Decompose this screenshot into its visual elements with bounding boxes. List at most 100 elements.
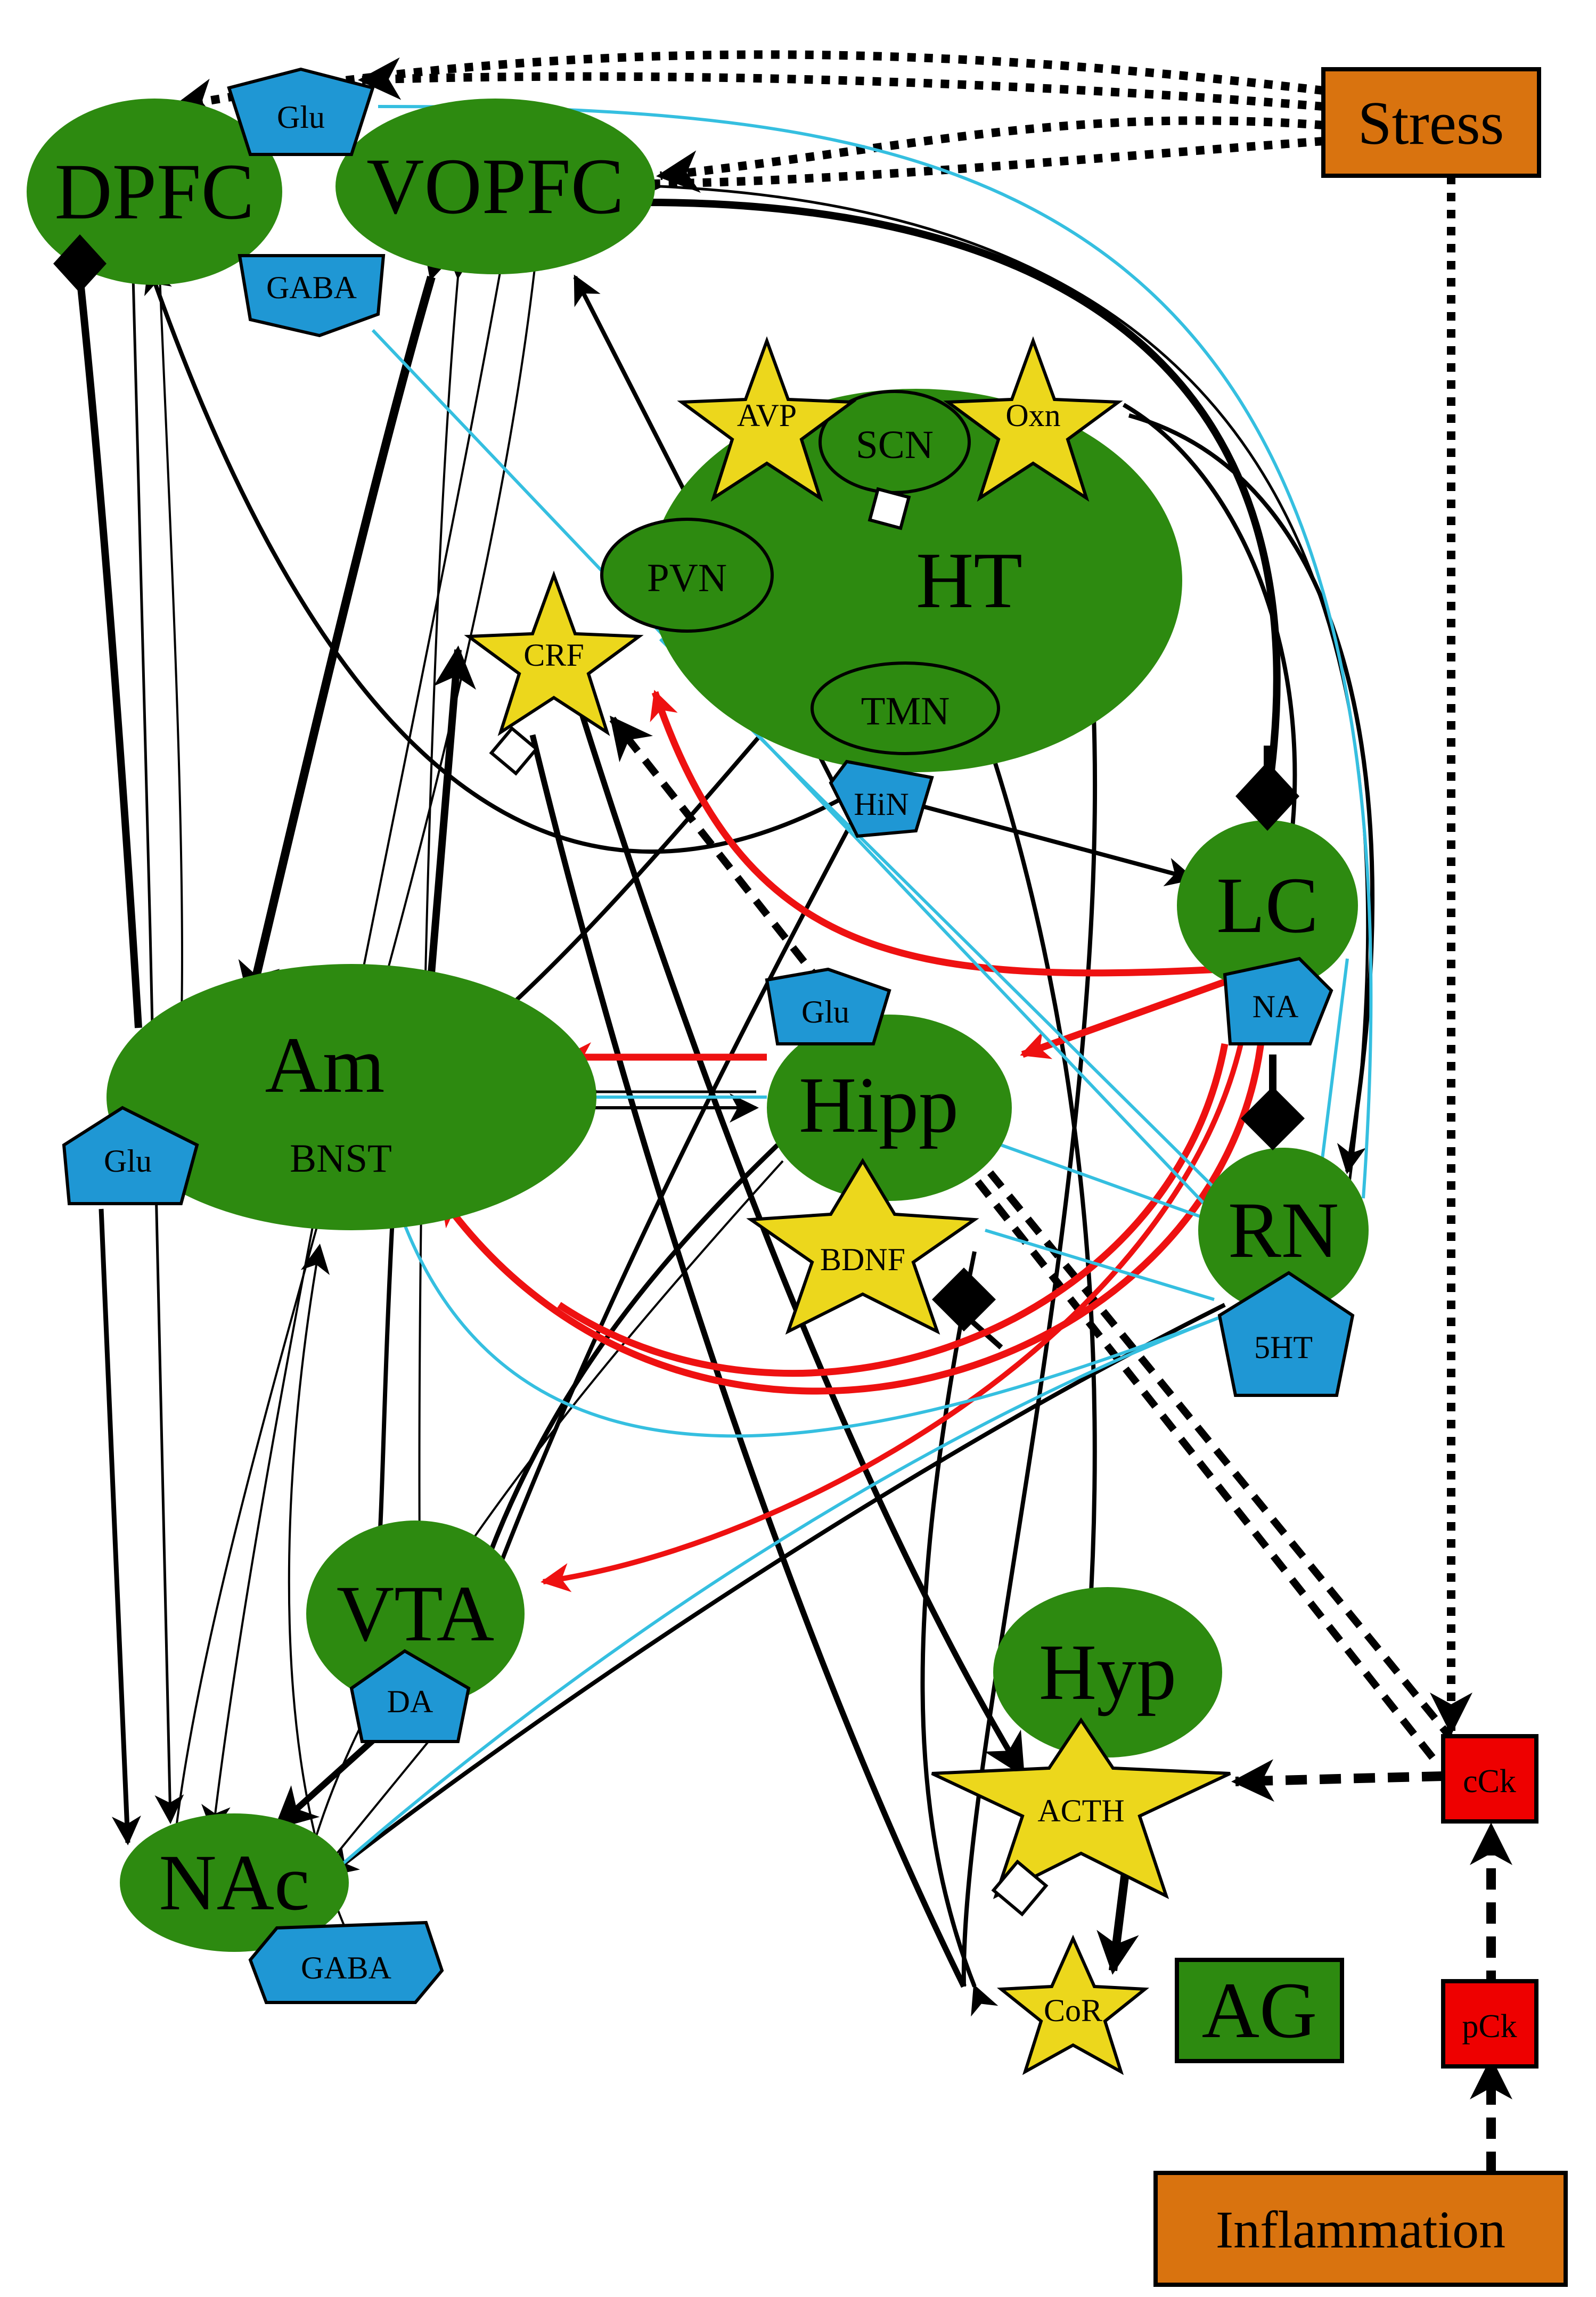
region-vta: VTA: [306, 1521, 525, 1707]
input-inflammation-label: Inflammation: [1216, 2200, 1505, 2259]
link-vopfc-vta: [418, 249, 475, 1652]
link-cor-hipp: [920, 1251, 998, 2017]
nt-glu-hipp-label: Glu: [801, 994, 849, 1029]
link-na-rn-cyan: [1319, 958, 1349, 1172]
region-rn-label: RN: [1228, 1186, 1339, 1274]
link-hin-dpfc: [144, 264, 842, 854]
link-am-vta: [365, 1187, 396, 1568]
nt-da-label: DA: [387, 1684, 433, 1719]
region-hipp-label: Hipp: [799, 1061, 959, 1149]
open-square-acth: [991, 1859, 1049, 1917]
hormone-cor: CoR: [996, 1934, 1150, 2075]
link-dpfc-am: [76, 276, 142, 1028]
open-square-crf: [489, 726, 539, 776]
nt-da: DA: [349, 1649, 471, 1743]
hormone-bdnf: BDNF: [746, 1158, 979, 1335]
nt-gaba-top: GABA: [238, 254, 386, 338]
link-na-bnst-red: [439, 1033, 1266, 1395]
nt-5ht-label: 5HT: [1254, 1330, 1313, 1365]
link-stress-vopfc-a: [656, 116, 1324, 193]
region-hyp: Hyp: [993, 1587, 1222, 1758]
region-nac: NAc: [120, 1813, 349, 1952]
region-tmn-label: TMN: [861, 689, 950, 733]
diamond-dpfc: [53, 234, 107, 293]
open-square-scn: [867, 487, 911, 530]
inhibitory-markers: [53, 234, 1305, 1917]
link-da-nac: [274, 1728, 386, 1830]
region-dpfc: DPFC: [27, 99, 282, 285]
hormone-oxn: Oxn: [943, 336, 1123, 502]
region-ht: HT: [650, 389, 1182, 772]
nt-gaba-nac: GABA: [248, 1920, 444, 2004]
input-cck-label: cCk: [1463, 1763, 1516, 1800]
input-pck: pCk: [1441, 1979, 1538, 2069]
link-dpfc-nac-b: [153, 270, 183, 1039]
region-ag-label: AG: [1202, 1966, 1317, 2055]
link-glu-nac: [99, 1208, 141, 1845]
link-vopfc-rn: [633, 170, 1369, 1199]
region-ag: AG: [1175, 1958, 1344, 2063]
link-oxn-lc: [1122, 403, 1297, 917]
nt-hin-label: HiN: [854, 787, 909, 822]
link-cck-acth: [1231, 1759, 1444, 1802]
region-pvn: PVN: [600, 518, 774, 633]
hormone-cor-label: CoR: [1044, 1993, 1102, 2028]
link-5ht-nac-cyan: [329, 1314, 1226, 1876]
region-bnst-label: BNST: [290, 1137, 392, 1181]
input-pck-label: pCk: [1462, 2008, 1517, 2045]
nt-na: NA: [1223, 957, 1333, 1045]
region-lc-label: LC: [1216, 861, 1319, 950]
neurotransmitters-layer: Glu GABA HiN NA Glu Glu 5HT DA: [62, 67, 1355, 2004]
nt-gaba-nac-label: GABA: [301, 1950, 391, 1985]
link-stress-glu: [358, 57, 1324, 111]
diamond-lc: [1235, 762, 1299, 831]
input-stress: Stress: [1321, 67, 1541, 178]
link-hin-lc: [894, 797, 1196, 887]
region-vta-label: VTA: [337, 1570, 494, 1658]
nt-glu-top: Glu: [227, 67, 375, 156]
region-vopfc-label: VOPFC: [366, 142, 624, 231]
nt-glu-hipp: Glu: [765, 967, 891, 1045]
nt-na-label: NA: [1253, 989, 1299, 1024]
link-5ht-am-cyan: [403, 1224, 1226, 1438]
nt-glu-am-label: Glu: [104, 1143, 152, 1179]
region-ht-label: HT: [916, 536, 1022, 625]
region-pvn-label: PVN: [647, 556, 727, 600]
link-oxn-rn: [1128, 413, 1375, 1174]
links-layer: [76, 50, 1512, 2173]
region-hipp: Hipp: [767, 1015, 1012, 1201]
input-stress-label: Stress: [1358, 89, 1504, 157]
link-5ht-bdnf-cyan: [985, 1229, 1215, 1301]
region-tmn: TMN: [811, 661, 1000, 755]
region-dpfc-label: DPFC: [54, 148, 254, 236]
link-rn-nac: [328, 1303, 1226, 1877]
link-na-vta-red: [541, 1043, 1243, 1592]
region-scn: SCN: [819, 390, 971, 494]
hormone-acth: ACTH: [931, 1717, 1231, 1899]
hormone-acth-label: ACTH: [1037, 1793, 1124, 1828]
input-inflammation: Inflammation: [1153, 2171, 1568, 2287]
nt-glu-am: Glu: [62, 1106, 199, 1205]
region-rn: RN: [1198, 1148, 1369, 1313]
region-hyp-label: Hyp: [1039, 1628, 1176, 1716]
diamond-bdnf: [932, 1268, 996, 1331]
link-vopfc-am: [238, 234, 463, 1006]
diamond-na-rn: [1241, 1086, 1305, 1150]
hormone-bdnf-label: BDNF: [820, 1242, 905, 1277]
inputs-layer: Stress Inflammation cCk pCk AG: [1153, 67, 1568, 2287]
region-am: Am BNST: [107, 964, 596, 1230]
link-cck-hipp: [934, 1105, 1457, 1744]
link-na-crf-red: [650, 690, 1220, 977]
input-cck: cCk: [1441, 1734, 1538, 1824]
nt-gaba-top-label: GABA: [266, 270, 357, 305]
nt-hin: HiN: [829, 759, 934, 838]
region-am-label: Am: [265, 1021, 385, 1109]
hormone-crf-label: CRF: [523, 637, 584, 673]
link-stress-vopfc-b: [649, 137, 1324, 188]
link-glu-top-rn-cyan: [378, 105, 1373, 1199]
link-cck-crf: [609, 715, 1436, 1760]
region-lc: LC: [1177, 820, 1358, 991]
hormones-layer: AVP Oxn CRF BDNF ACTH CoR: [464, 336, 1231, 2075]
